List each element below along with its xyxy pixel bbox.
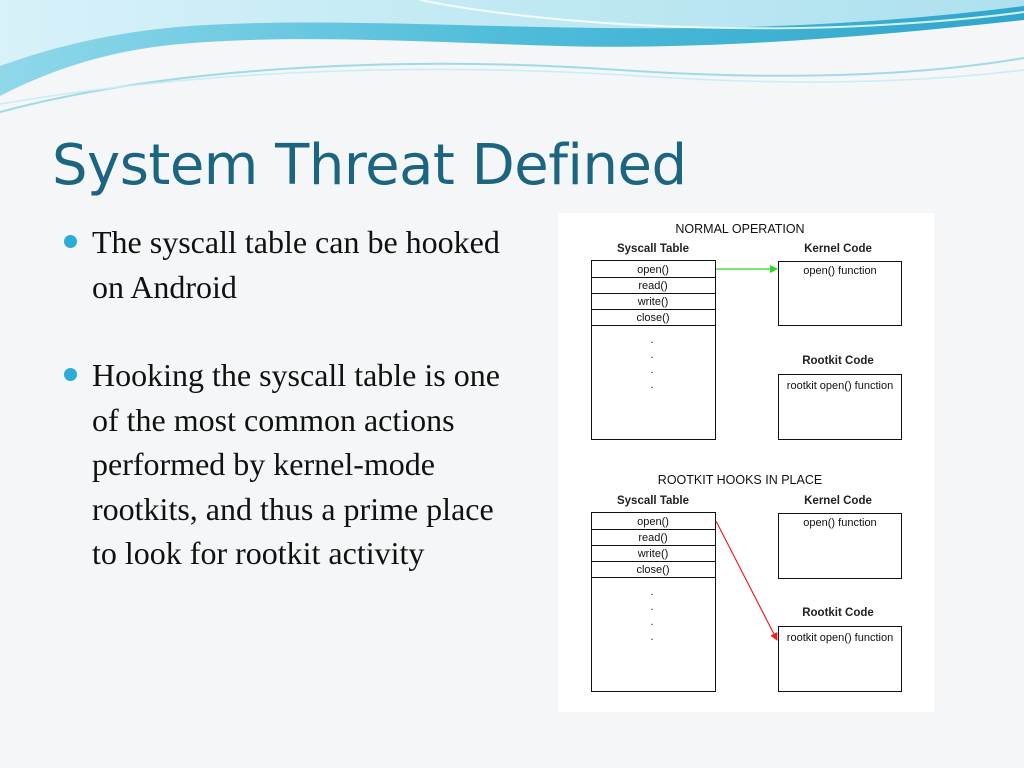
header-wave-decoration [0, 0, 1024, 113]
syscall-entry-write: write() [637, 548, 669, 560]
syscall-entry-open: open() [637, 516, 669, 528]
bullet-item: The syscall table can be hooked on Andro… [60, 220, 510, 309]
ellipsis-dot: . [650, 631, 653, 643]
bullet-item: Hooking the syscall table is one of the … [60, 353, 510, 576]
ellipsis-dot: . [650, 601, 653, 613]
kernel-code-label: Kernel Code [804, 495, 872, 507]
bullet-marker [64, 235, 77, 248]
ellipsis-dot: . [650, 349, 653, 361]
kernel-code-box [778, 513, 902, 579]
wave-band-light [0, 0, 1024, 66]
bullet-list: The syscall table can be hooked on Andro… [60, 220, 510, 576]
syscall-entry-close: close() [636, 564, 669, 576]
kernel-code-box [778, 261, 902, 326]
syscall-entry-close: close() [636, 312, 669, 324]
section-heading: ROOTKIT HOOKS IN PLACE [658, 473, 822, 487]
wave-highlight-3 [419, 0, 1024, 30]
bullet-text: The syscall table can be hooked on Andro… [92, 224, 500, 305]
syscall-hook-diagram: NORMAL OPERATION Syscall Table Kernel Co… [558, 213, 934, 712]
rootkit-code-label: Rootkit Code [802, 607, 874, 619]
section-rootkit-hooks: ROOTKIT HOOKS IN PLACE Syscall Table Ker… [591, 473, 902, 692]
rootkit-code-box [778, 626, 902, 692]
syscall-entry-write: write() [637, 296, 669, 308]
rootkit-code-label: Rootkit Code [802, 355, 874, 367]
ellipsis-dot: . [650, 586, 653, 598]
syscall-table-box [591, 260, 716, 440]
kernel-code-label: Kernel Code [804, 243, 872, 255]
bullet-marker [64, 368, 77, 381]
ellipsis-dot: . [650, 334, 653, 346]
wave-highlight-1 [0, 57, 1024, 113]
section-normal-operation: NORMAL OPERATION Syscall Table Kernel Co… [591, 222, 902, 440]
wave-highlight-2 [0, 68, 1024, 105]
rootkit-box-text: rootkit open() function [787, 380, 893, 392]
section-heading: NORMAL OPERATION [675, 222, 804, 236]
rootkit-code-box [778, 374, 902, 440]
ellipsis-dot: . [650, 364, 653, 376]
syscall-table-box [591, 512, 716, 692]
kernel-box-text: open() function [803, 265, 876, 277]
diagram-canvas: NORMAL OPERATION Syscall Table Kernel Co… [591, 222, 902, 692]
rootkit-box-text: rootkit open() function [787, 632, 893, 644]
syscall-entry-read: read() [638, 280, 667, 292]
bullet-text: Hooking the syscall table is one of the … [92, 357, 500, 571]
ellipsis-dot: . [650, 616, 653, 628]
syscall-table-label: Syscall Table [617, 495, 689, 507]
syscall-table-label: Syscall Table [617, 243, 689, 255]
slide-title: System Threat Defined [52, 133, 687, 198]
syscall-entry-read: read() [638, 532, 667, 544]
hooked-call-arrow [715, 520, 778, 641]
syscall-entry-open: open() [637, 264, 669, 276]
kernel-box-text: open() function [803, 517, 876, 529]
ellipsis-dot: . [650, 379, 653, 391]
